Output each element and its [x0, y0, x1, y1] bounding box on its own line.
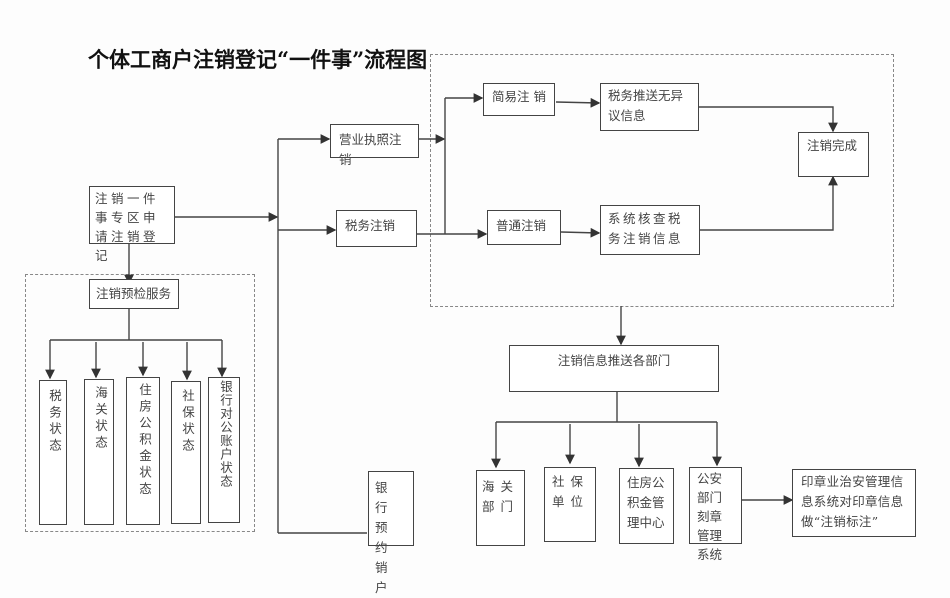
node-status-tax-label: 税务状态: [47, 389, 62, 455]
node-apply-label: 注销一件事专区申请注销登记: [95, 191, 160, 263]
node-bank-cancel-label: 银行预约销户: [375, 480, 392, 595]
edge-simple-push: [555, 97, 601, 108]
node-dept-customs: 海 关 部 门: [476, 470, 525, 546]
node-license-cancel-label: 营业执照注销: [339, 132, 402, 167]
node-status-social-security-label: 社保状态: [180, 389, 195, 455]
edge-push-done: [698, 106, 838, 133]
node-seal-management: 印章业治安管理信息系统对印章信息做“注销标注”: [792, 469, 916, 537]
node-dept-police-seal-label: 公安部门刻章管理系统: [697, 471, 723, 562]
node-status-social-security: 社保状态: [171, 381, 201, 524]
node-status-customs-label: 海关状态: [93, 386, 108, 452]
edge-normal-check: [560, 227, 601, 238]
node-apply: 注销一件事专区申请注销登记: [89, 186, 175, 263]
node-normal-cancel-label: 普通注销: [496, 218, 547, 233]
node-dept-housing-fund-label: 住房公积金管理中心: [627, 475, 665, 530]
node-bank-cancel: 银行预约销户: [368, 471, 414, 595]
node-dept-police-seal: 公安部门刻章管理系统: [689, 467, 742, 562]
node-dept-social-security: 社 保 单 位: [544, 467, 596, 542]
node-cancel-done: 注销完成: [798, 132, 869, 177]
node-tax-cancel-label: 税务注销: [345, 218, 396, 233]
node-cancel-done-label: 注销完成: [807, 138, 858, 153]
node-precheck: 注销预检服务: [89, 279, 179, 309]
node-normal-cancel: 普通注销: [487, 210, 561, 245]
precheck-group: [25, 274, 255, 532]
node-status-housing-fund: 住房公积金状态: [126, 377, 160, 525]
connector-lines: [45, 93, 838, 534]
node-status-bank-account-label: 银行对公账户状态: [218, 380, 233, 488]
node-license-cancel: 营业执照注销: [330, 124, 419, 167]
node-simple-cancel: 简易注 销: [483, 83, 555, 116]
node-dept-housing-fund: 住房公积金管理中心: [619, 468, 674, 544]
node-push-departments: 注销信息推送各部门: [509, 345, 719, 392]
node-status-customs: 海关状态: [84, 379, 114, 525]
edge-check-done: [699, 175, 838, 231]
node-tax-cancel: 税务注销: [336, 210, 417, 247]
diagram-title: 个体工商户注销登记“一件事”流程图: [88, 47, 428, 72]
node-simple-cancel-label: 简易注 销: [492, 89, 546, 104]
node-tax-push-no-objection-label: 税务推送无异议信息: [608, 88, 684, 123]
node-dept-social-security-label: 社 保 单 位: [552, 474, 584, 509]
node-dept-customs-label: 海 关 部 门: [482, 479, 514, 514]
node-system-check-tax-label: 系统核查税务注销信息: [608, 211, 684, 246]
node-status-tax: 税务状态: [39, 380, 67, 525]
cancel-process-group: [430, 54, 894, 307]
node-precheck-label: 注销预检服务: [96, 286, 172, 301]
node-system-check-tax: 系统核查税务注销信息: [600, 205, 700, 255]
node-tax-push-no-objection: 税务推送无异议信息: [600, 83, 699, 131]
node-status-housing-fund-label: 住房公积金状态: [137, 383, 152, 499]
node-status-bank-account: 银行对公账户状态: [208, 377, 240, 523]
node-seal-management-label: 印章业治安管理信息系统对印章信息做“注销标注”: [801, 474, 904, 529]
node-push-departments-label: 注销信息推送各部门: [557, 353, 671, 368]
